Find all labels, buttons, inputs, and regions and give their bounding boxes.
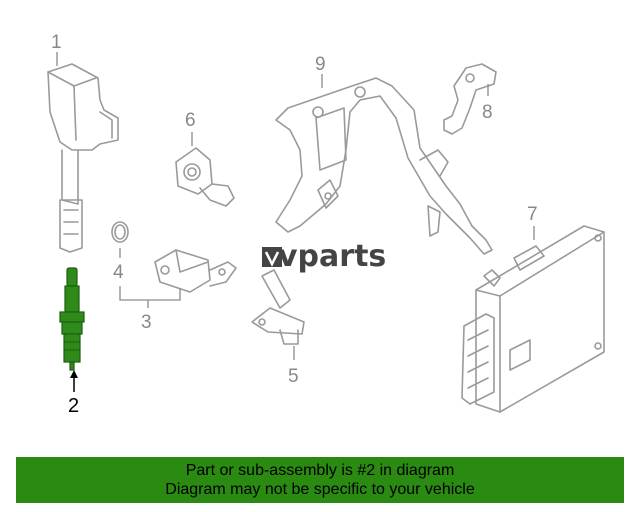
callout-1: 1 [51,32,62,53]
o-ring[interactable] [111,221,129,243]
vparts-logo: vparts [262,239,386,274]
callout-2: 2 [68,395,79,417]
sensor-bracket[interactable] [443,63,497,135]
engine-control-module[interactable] [461,225,605,413]
banner-line-2: Diagram may not be specific to your vehi… [165,481,475,498]
callout-5: 5 [288,366,299,387]
callout-7: 7 [527,204,538,225]
knock-sensor[interactable] [175,147,235,207]
mounting-bracket[interactable] [275,77,493,255]
banner-line-1: Part or sub-assembly is #2 in diagram [185,462,455,479]
info-banner: Part or sub-assembly is #2 in diagram Di… [16,457,624,503]
parts-diagram: 1 2 4 3 6 [47,32,605,417]
callout-8: 8 [482,102,493,123]
callout-6: 6 [185,110,196,131]
watermark-text: vparts [278,239,386,274]
camshaft-sensor[interactable] [154,249,237,293]
ignition-coil[interactable] [47,63,119,253]
callout-9: 9 [315,54,326,75]
callout-3: 3 [141,312,152,333]
spark-plug[interactable] [59,267,85,371]
crankshaft-sensor[interactable] [251,269,305,345]
callout-4: 4 [113,262,124,283]
